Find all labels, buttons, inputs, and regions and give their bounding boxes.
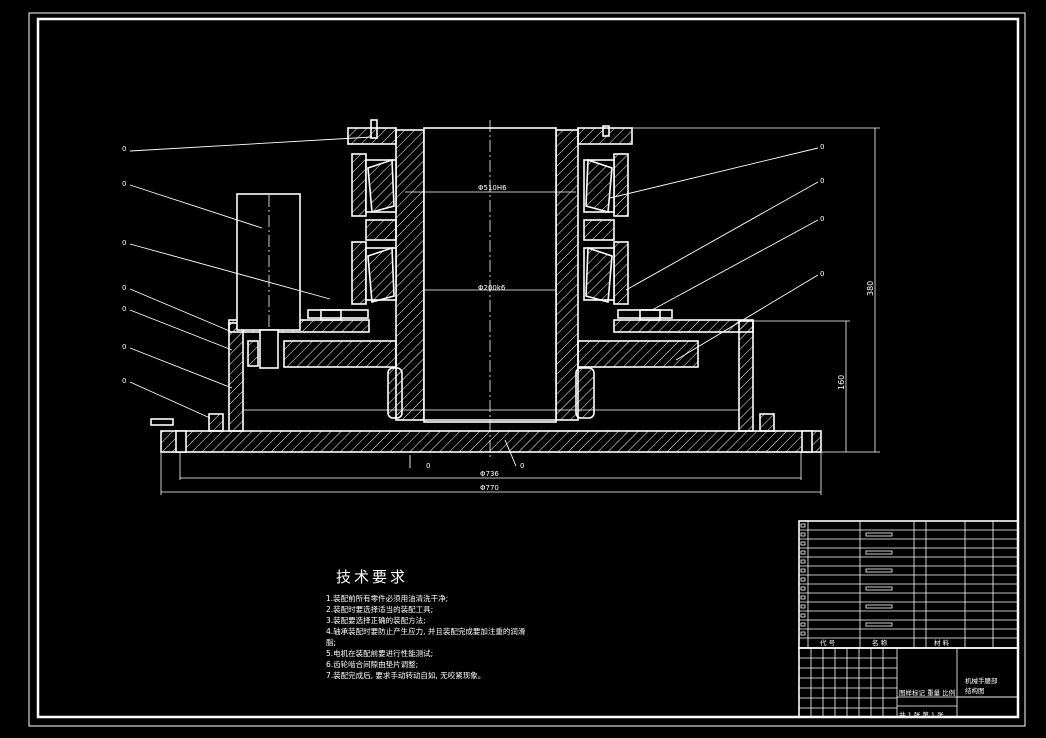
parts-list-cell-mark xyxy=(865,568,893,573)
balloon: 0 xyxy=(122,377,126,385)
tech-requirement-line: 1.装配前所有零件必须用油清洗干净; xyxy=(326,594,449,603)
parts-list-cell-mark xyxy=(800,586,806,591)
assembly-section-view xyxy=(150,119,822,460)
parts-list-cell-mark xyxy=(800,559,806,564)
tech-requirement-line: 3.装配要选择正确的装配方法; xyxy=(326,616,426,625)
col-material-label: 材 料 xyxy=(934,639,950,647)
dim-bore-lower: Φ200k6 xyxy=(478,284,506,292)
tech-requirement-line: 2.装配时要选择适当的装配工具; xyxy=(326,605,434,614)
parts-list-cell-mark xyxy=(865,604,893,609)
drawing-title-line-1: 机械手腰部 xyxy=(965,677,998,685)
drawing-title-line-2: 结构图 xyxy=(965,687,985,695)
parts-list-cell-mark xyxy=(865,532,893,537)
tech-requirement-line: 7.装配完成后, 要求手动转动自如, 无咬紧现象。 xyxy=(326,671,486,680)
part-balloons: 0 0 0 0 0 0 0 0 0 0 0 0 0 xyxy=(122,143,824,470)
parts-list-cell-mark xyxy=(800,604,806,609)
parts-list-cell-mark xyxy=(800,631,806,636)
balloon: 0 xyxy=(122,180,126,188)
balloon: 0 xyxy=(426,462,430,470)
tech-requirement-line: 5.电机在装配前要进行性能测试; xyxy=(326,649,434,658)
balloon: 0 xyxy=(820,177,824,185)
motor-body xyxy=(236,193,301,331)
parts-list-cell-mark xyxy=(865,622,893,627)
parts-list-cell-mark xyxy=(800,568,806,573)
parts-list-cell-mark xyxy=(800,541,806,546)
tech-requirement-line: 6.齿轮啮合间隙由垫片调整; xyxy=(326,660,419,669)
technical-requirements: 技术要求 1.装配前所有零件必须用油清洗干净; 2.装配时要选择适当的装配工具;… xyxy=(326,566,525,681)
housing-wall-left xyxy=(228,322,244,432)
balloon: 0 xyxy=(122,239,126,247)
bearing-lower-left xyxy=(365,246,397,304)
dim-bore-upper: Φ510H6 xyxy=(478,184,507,192)
balloon: 0 xyxy=(820,270,824,278)
parts-list-cell-mark xyxy=(800,613,806,618)
parts-list-table xyxy=(798,520,1019,649)
top-cap-left xyxy=(347,127,397,145)
parts-list-cell-mark xyxy=(800,622,806,627)
base-plate xyxy=(160,430,822,453)
col-name-label: 名 称 xyxy=(872,639,888,647)
stage-weight-scale-label: 图样标记 重量 比例 xyxy=(899,689,956,697)
balloon: 0 xyxy=(820,143,824,151)
sheet-count-label: 共 1 张 第 1 张 xyxy=(899,711,944,719)
balloon: 0 xyxy=(520,462,524,470)
dimension-lines xyxy=(160,127,880,495)
dim-base-inner: Φ736 xyxy=(480,470,499,478)
parts-list-cell-mark xyxy=(800,577,806,582)
dim-height-total: 380 xyxy=(866,281,875,296)
tech-requirement-line: 脂; xyxy=(326,638,337,647)
shaft-wall-right xyxy=(555,129,579,421)
tech-requirement-line: 4.轴承装配时要防止产生应力, 并且装配完成要加注重的润滑 xyxy=(326,627,526,636)
balloon: 0 xyxy=(820,215,824,223)
housing-wall-right xyxy=(738,320,754,432)
balloon: 0 xyxy=(122,284,126,292)
parts-list-cell-mark xyxy=(800,595,806,600)
balloon: 0 xyxy=(122,343,126,351)
parts-list-cell-mark xyxy=(865,550,893,555)
bearing-upper-right xyxy=(583,158,615,214)
parts-list-cell-mark xyxy=(800,550,806,555)
col-code-label: 代 号 xyxy=(820,639,836,647)
title-block xyxy=(798,647,1019,718)
gear-right xyxy=(577,340,699,368)
leader-lines xyxy=(129,136,819,468)
dim-base-outer: Φ770 xyxy=(480,484,499,492)
parts-list-cell-mark xyxy=(865,586,893,591)
dim-height-lower: 160 xyxy=(837,375,846,390)
bearing-upper-left xyxy=(365,158,397,214)
tech-requirements-title: 技术要求 xyxy=(336,568,409,586)
balloon: 0 xyxy=(122,305,126,313)
parts-list-cell-mark xyxy=(800,523,806,528)
balloon: 0 xyxy=(122,145,126,153)
bearing-lower-right xyxy=(583,246,615,304)
inner-frame xyxy=(36,17,1020,719)
outer-frame xyxy=(28,12,1026,727)
parts-list-cell-mark xyxy=(800,532,806,537)
gear-left xyxy=(283,340,397,368)
